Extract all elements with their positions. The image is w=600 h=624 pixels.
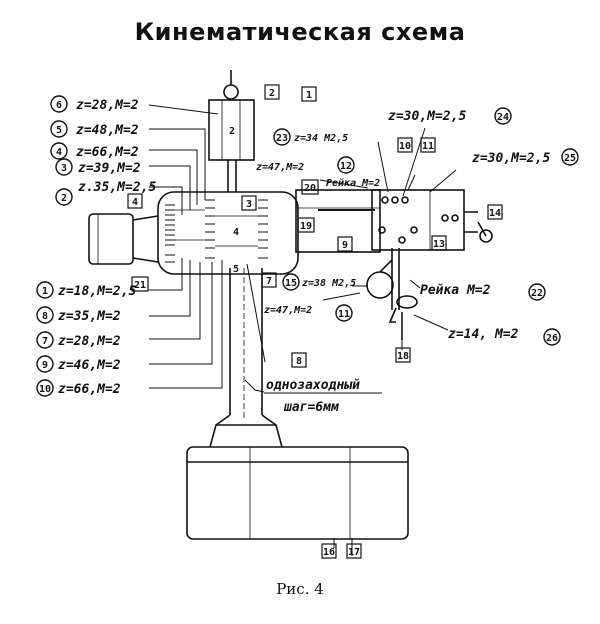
arm: [295, 189, 381, 253]
box-3: 3: [246, 199, 252, 210]
gear-label-7: 7 z=28,M=2: [36, 331, 121, 349]
box-19: 19: [300, 221, 312, 232]
column-foot: [209, 424, 283, 448]
box-4: 4: [132, 197, 138, 208]
box-8: 8: [296, 356, 302, 367]
head: [371, 189, 465, 251]
label-reika-22: Рейка М=2: [420, 283, 491, 298]
base: [186, 446, 409, 540]
gear-label-3: 3 z=39,M=2: [55, 158, 141, 176]
label-reika-small: Рейка М=2: [326, 177, 380, 189]
box-18: 18: [397, 351, 409, 362]
gear-label-8: 8 z=35,M=2: [36, 306, 121, 324]
gear-number: 6: [56, 100, 62, 111]
box-21: 21: [134, 280, 146, 291]
gear-stacks: [165, 199, 268, 263]
label-z47-11: z=47,M=2: [264, 305, 312, 316]
box-17: 17: [348, 547, 360, 558]
box-11: 11: [422, 141, 434, 152]
box-10: 10: [399, 141, 411, 152]
gear-label-2: 2 z.35,M=2,5: [55, 180, 156, 206]
gear-number: 5: [56, 125, 62, 136]
label-z34-23: z=34 M2,5: [294, 133, 348, 144]
right-labels: z=30,M=2,5 24 23 z=34 M2,5 z=47,M=2 12 z…: [256, 107, 579, 415]
box-1: 1: [306, 90, 312, 101]
circle-11: 11: [338, 309, 350, 320]
label-z30-24: z=30,M=2,5: [388, 109, 466, 124]
gear-number: 7: [42, 336, 48, 347]
leader-lines: [148, 104, 457, 556]
gear-number: 8: [42, 311, 48, 322]
label-z38-15: z=38 М2,5: [302, 278, 356, 289]
boxed-number-texts: 1 2 3 4 7 8 9 10 11 13 14 16 17 18 19 20…: [132, 88, 501, 558]
pinion: [366, 271, 394, 299]
label-z47-12: z=47,M=2: [256, 162, 304, 173]
gear-label-6: 6 z=28,M=2: [50, 95, 139, 113]
column: [229, 268, 263, 415]
gear-spec: z=48,M=2: [76, 123, 139, 138]
gear-spec: z=66,M=2: [76, 145, 139, 160]
gear-number: 3: [61, 163, 67, 174]
handwheel: [479, 229, 493, 243]
label-z14-26: z=14, M=2: [448, 327, 519, 342]
circle-24: 24: [497, 112, 509, 123]
diagram-title: Кинематическая схема: [134, 18, 466, 46]
gear-spec: z=66,M=2: [58, 382, 121, 397]
mark-5: 5: [233, 264, 239, 275]
machine-drawing: [88, 70, 493, 556]
gear-label-9: 9 z=46,M=2: [36, 355, 121, 373]
circle-22: 22: [531, 288, 543, 299]
gear-label-1: 1 z=18,M=2,5: [36, 281, 136, 299]
gear-spec: z.35,M=2,5: [78, 180, 156, 195]
label-pitch: шаг=6мм: [283, 400, 339, 415]
figure-caption: Рис. 4: [276, 580, 324, 598]
small-marks: 2 4 5: [229, 126, 239, 275]
box-14: 14: [489, 208, 501, 219]
box-7: 7: [266, 276, 272, 287]
box-13: 13: [433, 239, 445, 250]
left-gear-labels: 6 z=28,M=2 5 z=48,M=2 4 z=66,M=2 3 z=39,…: [36, 95, 156, 397]
gear-spec: z=18,M=2,5: [58, 284, 136, 299]
gear-number: 10: [39, 384, 51, 395]
circle-25: 25: [564, 153, 576, 164]
gear-number: 4: [56, 147, 62, 158]
gear-number: 1: [42, 286, 48, 297]
box-9: 9: [342, 240, 348, 251]
circle-12: 12: [340, 161, 352, 172]
top-housing: [208, 99, 255, 161]
rack: [391, 248, 400, 310]
gear-label-10: 10 z=66,M=2: [36, 379, 121, 397]
motor: [88, 213, 134, 265]
gear-label-4: 4 z=66,M=2: [50, 142, 139, 160]
gearbox: [157, 191, 299, 275]
box-2: 2: [269, 88, 275, 99]
gear-number: 2: [61, 193, 67, 204]
circle-23: 23: [276, 133, 288, 144]
circle-26: 26: [546, 333, 558, 344]
top-pulley: [223, 84, 239, 100]
gear-spec: z=39,M=2: [78, 161, 141, 176]
mark-4: 4: [233, 227, 239, 238]
box-20: 20: [304, 183, 316, 194]
gear-number: 9: [42, 360, 48, 371]
gear-spec: z=46,M=2: [58, 358, 121, 373]
label-single-start: однозаходный: [266, 378, 360, 393]
gear-spec: z=28,M=2: [76, 98, 139, 113]
gear-spec: z=35,M=2: [58, 309, 121, 324]
box-16: 16: [323, 547, 335, 558]
boxed-numbers: [127, 84, 503, 559]
label-z30-25: z=30,M=2,5: [472, 151, 550, 166]
circle-15: 15: [285, 278, 297, 289]
gear-spec: z=28,M=2: [58, 334, 121, 349]
gear-label-5: 5 z=48,M=2: [50, 120, 139, 138]
mark-2: 2: [229, 126, 235, 137]
